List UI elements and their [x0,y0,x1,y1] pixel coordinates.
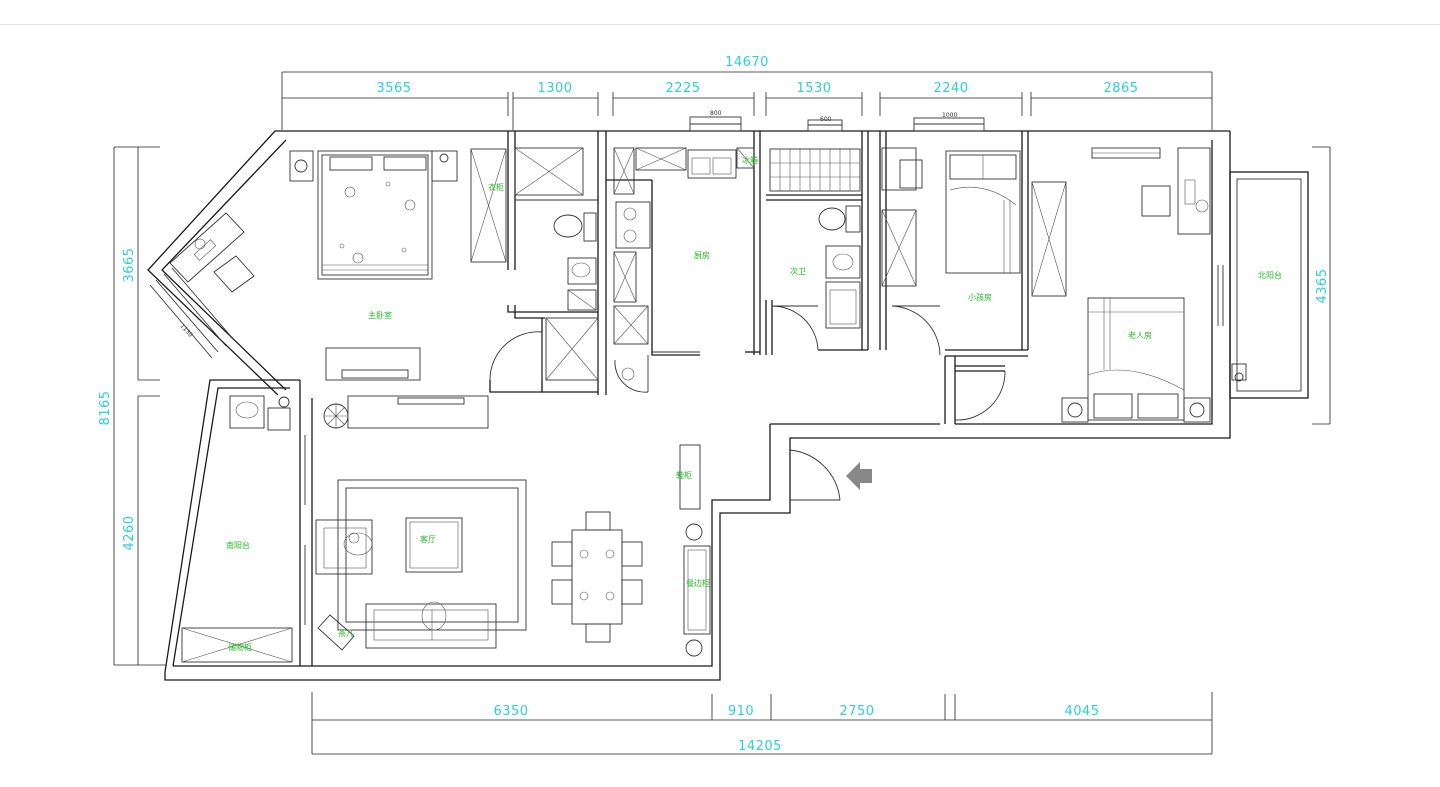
dim-left-2: 4260 [122,515,137,550]
dim-bottom-total: 14205 [738,739,782,754]
dim-top-6: 2865 [1103,81,1138,96]
label-shoe-cabinet: 鞋柜 [676,470,692,480]
dim-top-total: 14670 [725,55,769,70]
top-dimension-lines [281,71,1213,130]
label-dining-cabinet: 餐边柜 [686,578,710,588]
hall-cabinets [679,444,711,657]
label-kitchen: 厨房 [694,250,710,260]
dim-right: 4365 [1315,268,1330,303]
door-swing-icon [489,305,1006,501]
dim-bottom-4: 4045 [1064,704,1099,719]
window-dim-2: 600 [820,116,832,123]
label-storage-cabinet: 储物柜 [228,642,252,652]
living-room-furniture [315,395,527,651]
kitchen-fixtures [613,147,755,381]
dim-left-total: 8165 [98,390,113,425]
master-tv-cabinet [325,347,421,381]
master-bed [289,150,458,280]
dim-top-3: 2225 [665,81,700,96]
label-fridge: 冰箱 [742,155,758,165]
wardrobe-unit [470,148,507,263]
bottom-dimension-lines [311,692,1213,755]
second-bath-fixtures [769,148,861,329]
dim-top-1: 3565 [376,81,411,96]
interior-walls [299,131,1029,666]
plant-icon [323,403,349,429]
dim-top-2: 1300 [537,81,572,96]
window-dim-1: 800 [710,110,722,117]
dim-bottom-1: 6350 [493,704,528,719]
bay-window [149,267,235,359]
label-small-bedroom: 小孩房 [968,292,992,302]
elder-bedroom-furniture [1031,147,1211,423]
label-second-bath: 次卫 [790,266,806,276]
small-bedroom-furniture [881,147,1021,287]
label-south-balcony: 南阳台 [226,540,250,550]
south-balcony-furniture [181,395,293,663]
label-wardrobe: 衣柜 [488,182,504,192]
master-desk [169,212,255,293]
left-dimension-lines [113,146,1331,666]
label-north-balcony: 北阳台 [1258,270,1282,280]
master-bath-fixtures [514,147,599,381]
label-tea-table: 茶几 [338,628,354,638]
label-master-bedroom: 主卧室 [368,310,392,320]
label-living-room: 客厅 [420,534,436,544]
north-balcony-walls [1217,171,1309,399]
entry-arrow-icon [846,462,872,490]
bay-window-dim: 1130 [179,323,195,339]
outer-walls [147,130,1231,681]
dim-bottom-2: 910 [728,704,754,719]
dim-top-5: 2240 [933,81,968,96]
top-windows [689,116,985,132]
label-elder-bedroom: 老人房 [1128,330,1152,340]
top-toolbar [0,0,1440,25]
dim-bottom-3: 2750 [839,704,874,719]
dining-set [551,511,643,643]
dim-top-4: 1530 [796,81,831,96]
dim-left-1: 3665 [122,247,137,282]
window-dim-3: 1000 [942,112,957,119]
